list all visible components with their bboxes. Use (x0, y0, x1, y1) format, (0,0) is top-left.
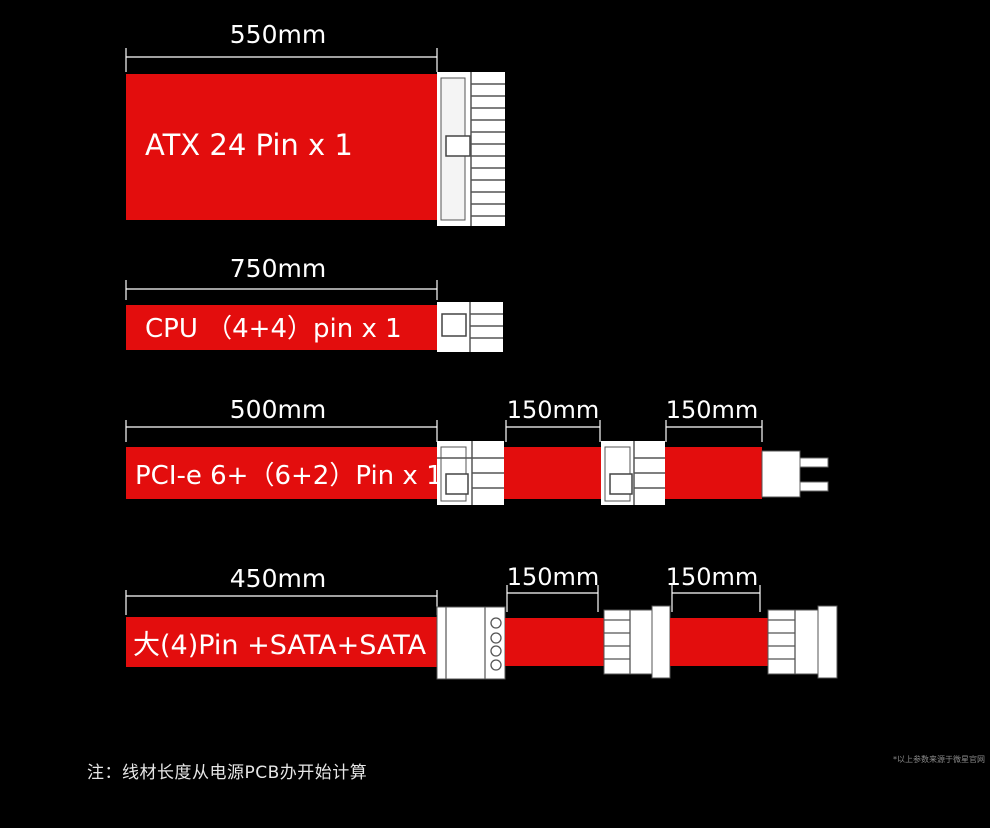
cpu-length-label: 750mm (230, 254, 326, 283)
cpu-dimension-line (125, 280, 438, 300)
molex-dimension-line (125, 590, 438, 615)
atx-dimension-line (125, 48, 438, 72)
pcie-extension-2-length-label: 150mm (666, 396, 759, 424)
pcie-extension-1-dimension (505, 420, 601, 442)
cable-length-note: 注：线材长度从电源PCB办开始计算 (87, 763, 368, 783)
pcie-connector-2-icon (601, 441, 665, 505)
sata-extension-2-body (670, 618, 768, 666)
cpu-cable-body (126, 305, 437, 350)
cpu-cable-label: CPU （4+4）pin x 1 (145, 314, 402, 344)
atx-cable: 550mm ATX 24 Pin x 1 (125, 20, 505, 226)
sata-connector-1-icon (603, 605, 671, 679)
molex-cable-body (126, 617, 437, 667)
pcie-cable-body (126, 447, 437, 499)
source-footnote: *以上参数来源于微星官网 (893, 755, 985, 764)
molex-sata-cable: 450mm 大(4)Pin +SATA+SATA 150mm (125, 563, 838, 680)
pcie-extension-2-dimension (665, 420, 763, 442)
pcie-cable-label: PCI-e 6+（6+2）Pin x 1 (135, 461, 443, 491)
pcie-end-plug-icon (761, 450, 829, 498)
sata-connector-2-icon (767, 605, 838, 679)
sata-extension-1-dimension (506, 585, 599, 612)
atx-cable-label: ATX 24 Pin x 1 (145, 128, 353, 162)
molex-length-label: 450mm (230, 564, 326, 593)
atx-length-label: 550mm (230, 20, 326, 49)
sata-extension-2-dimension (671, 585, 761, 612)
pcie-extension-1-length-label: 150mm (507, 396, 600, 424)
pcie-extension-1-body (504, 447, 601, 499)
sata-extension-2-length-label: 150mm (666, 563, 759, 591)
pcie-connector-icon (437, 441, 504, 505)
pcie-dimension-line (125, 420, 438, 442)
pcie-extension-2-body (665, 447, 762, 499)
sata-extension-1-body (505, 618, 604, 666)
pcie-cable: 500mm PCI-e 6+（6+2）Pin x 1 150mm (125, 395, 829, 505)
sata-extension-1-length-label: 150mm (507, 563, 600, 591)
cpu-cable: 750mm CPU （4+4）pin x 1 (125, 254, 503, 352)
atx-24pin-connector-icon (437, 72, 505, 226)
molex-cable-label: 大(4)Pin +SATA+SATA (133, 630, 427, 661)
pcie-length-label: 500mm (230, 395, 326, 424)
cpu-connector-icon (437, 302, 503, 352)
atx-cable-body (126, 74, 437, 220)
molex-connector-icon (436, 606, 506, 680)
